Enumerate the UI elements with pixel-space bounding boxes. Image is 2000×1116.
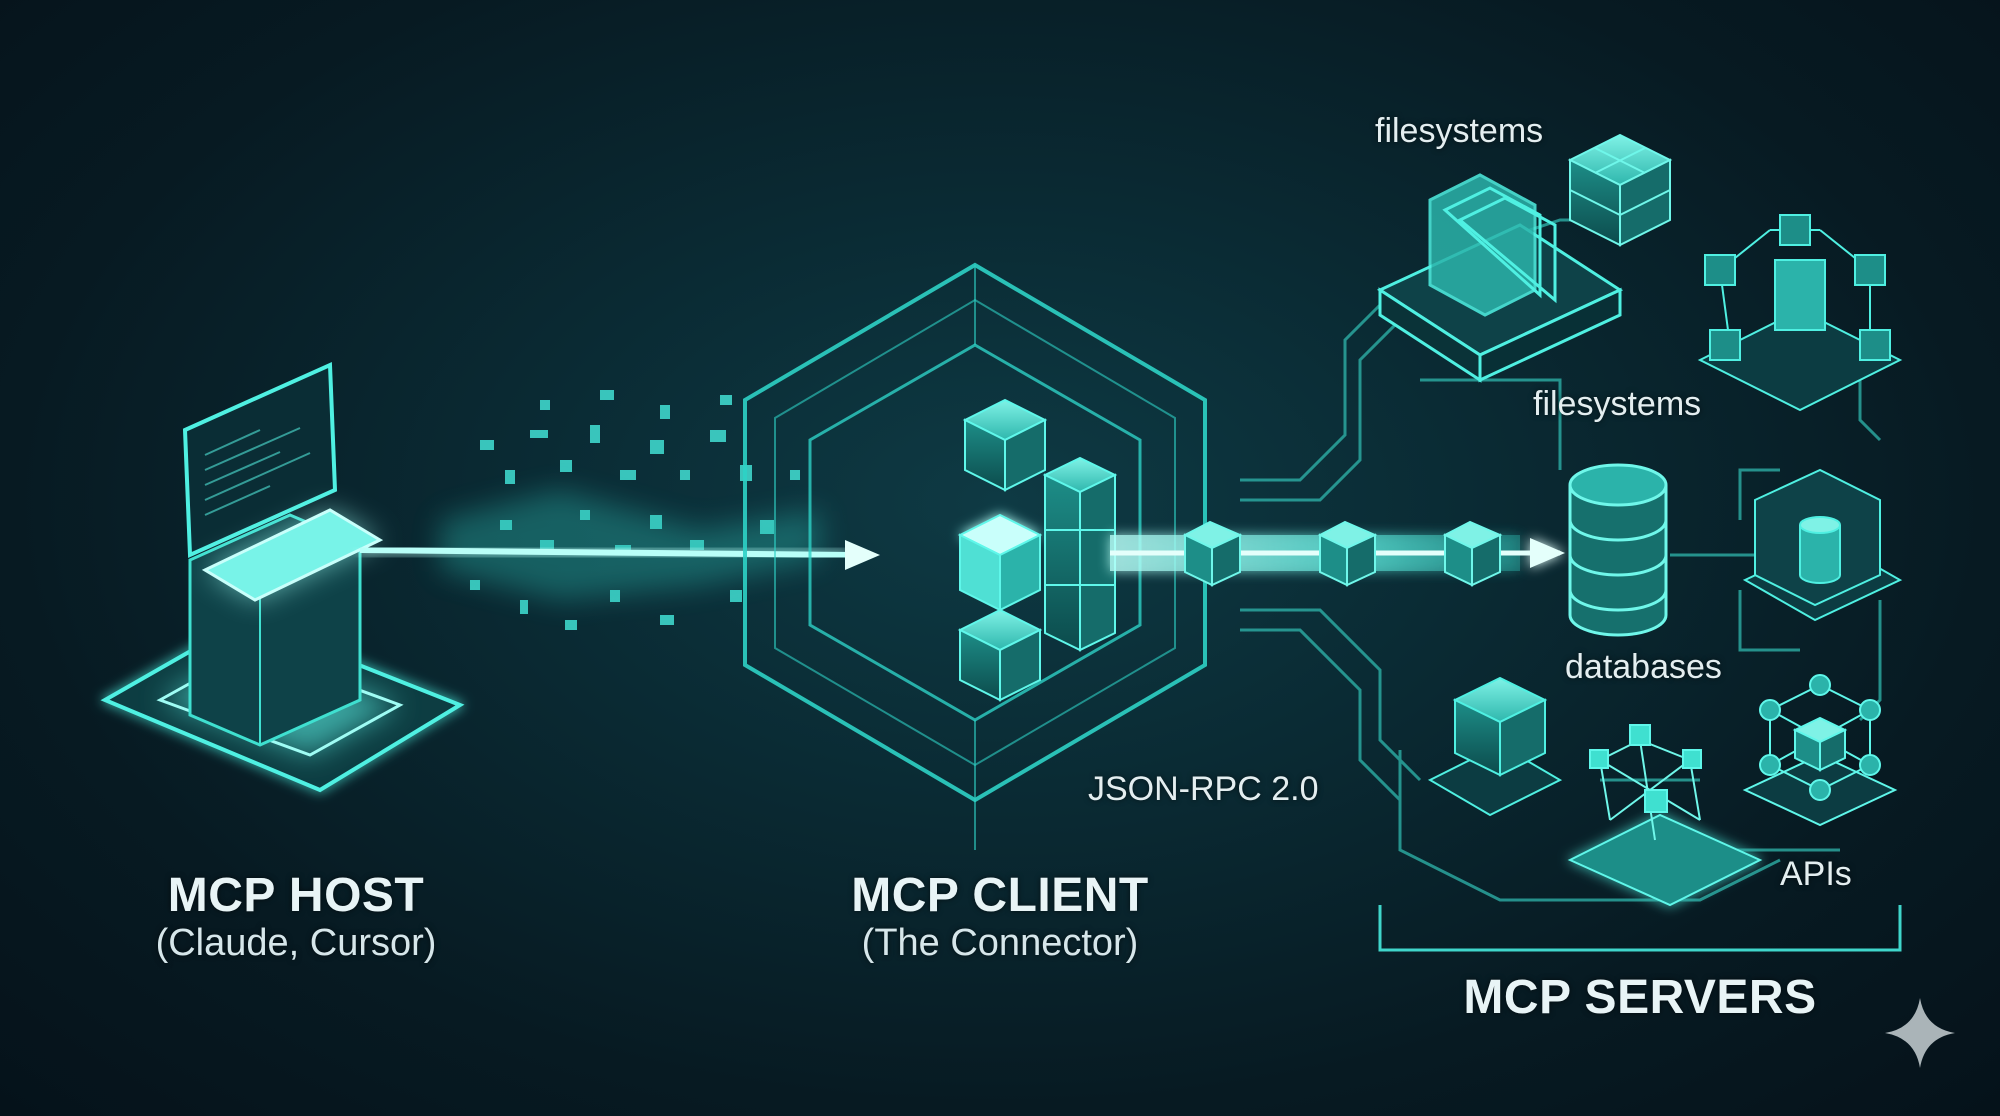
network-nodes-icon-top: [1697, 214, 1903, 412]
servers-bracket: [1378, 905, 1902, 952]
protocol-label: JSON-RPC 2.0: [1088, 770, 1319, 808]
network-mesh-icon: [1567, 724, 1763, 907]
api-network-icon: [1742, 674, 1898, 827]
database-box-icon: [1742, 468, 1903, 622]
client-subtitle: (The Connector): [861, 922, 1139, 964]
client-title: MCP CLIENT: [851, 869, 1149, 922]
client-hexagon-icon: [743, 262, 1207, 850]
host-to-client-arrow: [359, 540, 880, 570]
servers-title: MCP SERVERS: [1463, 971, 1817, 1024]
client-to-server-beam: [1110, 520, 1565, 587]
server-label-filesystems-top: filesystems: [1375, 112, 1544, 150]
client-cubes-icon: [957, 398, 1118, 702]
host-terminal-icon: [100, 361, 465, 793]
host-subtitle: (Claude, Cursor): [155, 922, 437, 964]
server-label-filesystems-mid: filesystems: [1533, 385, 1702, 423]
database-cylinder-icon: [1568, 463, 1668, 637]
server-label-apis: APIs: [1780, 855, 1852, 893]
sparkle-icon: [1885, 998, 1955, 1068]
host-title: MCP HOST: [167, 869, 425, 922]
server-stack-icon: [1427, 676, 1563, 817]
server-label-databases: databases: [1565, 648, 1722, 686]
folder-stack-icon: [1376, 173, 1624, 383]
cube-cluster-icon: [1567, 133, 1673, 247]
